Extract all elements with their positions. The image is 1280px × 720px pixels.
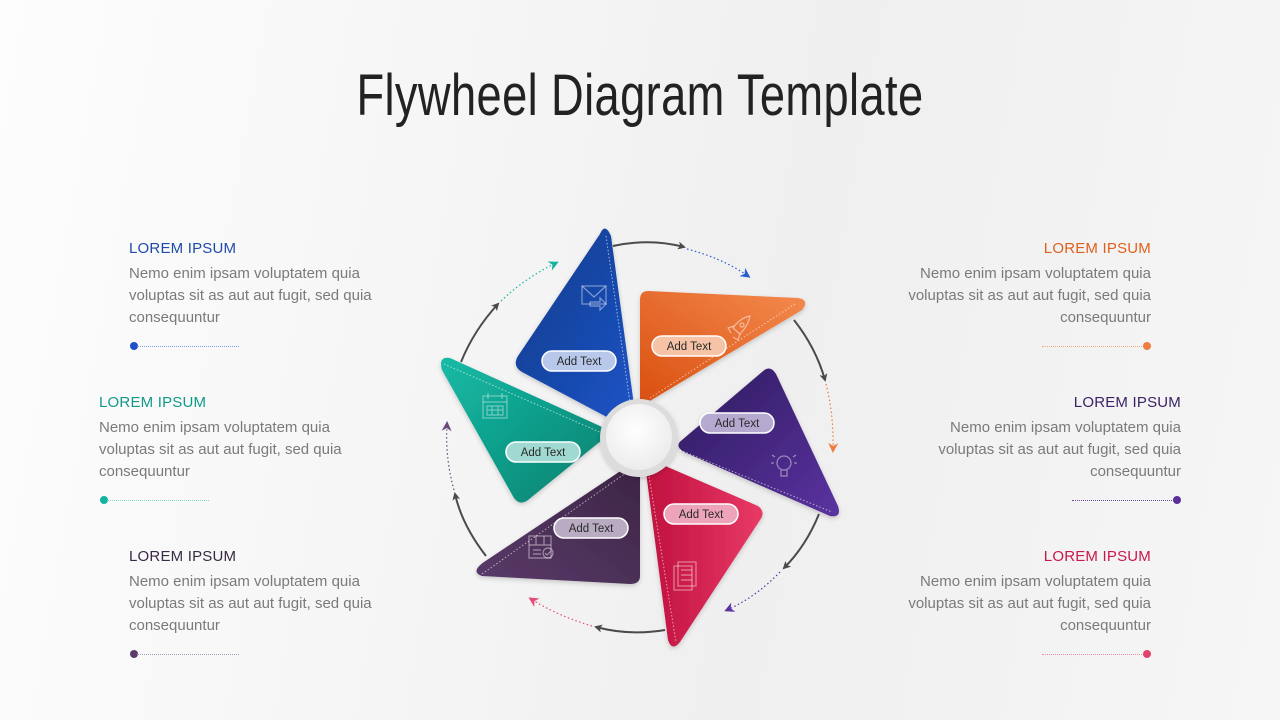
arrow-solid-left-lower [452,492,487,557]
blade-label-pill[interactable] [699,412,775,434]
connector-dot [130,342,138,350]
blade-label: Add Text [667,341,712,353]
connector-line [891,341,1151,351]
arrow-dotted-plum [441,421,455,491]
blade-blue[interactable]: Add Text [515,228,636,427]
connector-dotted-line [1072,500,1174,501]
clipboard-icon [673,561,697,591]
block-heading: LOREM IPSUM [1043,240,1151,257]
lightbulb-icon [771,454,797,477]
arrow-dotted-blue [686,248,751,278]
block-body: Nemo enim ipsam voluptatem quia voluptas… [908,265,1151,326]
connector-line [99,495,359,505]
connector-dot [1143,342,1151,350]
blade-label: Add Text [679,509,724,521]
blade-label: Add Text [715,418,760,430]
blade-purple[interactable]: Add Text [678,368,839,517]
blade-label: Add Text [521,447,566,459]
blade-label-pill[interactable] [541,350,617,372]
block-body: Nemo enim ipsam voluptatem quia voluptas… [99,419,342,480]
block-body: Nemo enim ipsam voluptatem quia voluptas… [129,573,372,634]
info-block-left-3: LOREM IPSUM Nemo enim ipsam voluptatem q… [129,548,389,659]
arrow-dotted-teal [500,261,559,302]
blade-plum[interactable]: Add Text [476,464,640,584]
connector-dot [1173,496,1181,504]
cycle-arrows [441,241,839,634]
connector-dot [130,650,138,658]
connector-dotted-line [1042,346,1144,347]
package-check-icon [528,535,554,559]
connector-line [891,649,1151,659]
arrow-solid-right-upper [793,319,828,382]
rocket-icon [727,315,751,341]
connector-line [921,495,1181,505]
block-heading: LOREM IPSUM [129,240,237,257]
block-heading: LOREM IPSUM [129,548,237,565]
block-heading: LOREM IPSUM [1043,548,1151,565]
info-block-right-3: LOREM IPSUM Nemo enim ipsam voluptatem q… [891,548,1151,659]
info-block-left-2: LOREM IPSUM Nemo enim ipsam voluptatem q… [99,394,359,505]
connector-dot [1143,650,1151,658]
connector-dotted-line [1042,654,1144,655]
block-heading: LOREM IPSUM [99,394,207,411]
blade-label: Add Text [569,523,614,535]
mail-forward-icon [581,285,607,312]
arrow-dotted-orange [825,383,839,453]
block-body: Nemo enim ipsam voluptatem quia voluptas… [938,419,1181,480]
info-block-right-1: LOREM IPSUM Nemo enim ipsam voluptatem q… [891,240,1151,351]
info-block-left-1: LOREM IPSUM Nemo enim ipsam voluptatem q… [129,240,389,351]
blade-label-pill[interactable] [651,335,727,357]
blade-label-pill[interactable] [663,503,739,525]
calendar-icon [482,393,508,419]
arrow-solid-top [612,241,686,250]
blade-teal[interactable]: Add Text [441,357,606,503]
block-body: Nemo enim ipsam voluptatem quia voluptas… [129,265,372,326]
arrow-dotted-purple [724,571,781,612]
info-block-right-2: LOREM IPSUM Nemo enim ipsam voluptatem q… [921,394,1181,505]
connector-dotted-line [137,654,239,655]
arrow-solid-right-lower [782,513,820,570]
blade-crimson[interactable]: Add Text [646,461,763,647]
arrow-solid-bottom [594,624,666,634]
connector-line [129,649,389,659]
block-heading: LOREM IPSUM [1073,394,1181,411]
page-title: Flywheel Diagram Template [356,63,924,128]
blade-orange[interactable]: Add Text [639,291,806,404]
block-body: Nemo enim ipsam voluptatem quia voluptas… [908,573,1151,634]
connector-dotted-line [107,500,209,501]
blade-label-pill[interactable] [505,441,581,463]
blade-label-pill[interactable] [553,517,629,539]
blade-label: Add Text [557,356,602,368]
connector-dot [100,496,108,504]
hub-circle [600,399,678,477]
arrow-dotted-pink [528,597,593,627]
connector-dotted-line [137,346,239,347]
connector-line [129,341,389,351]
arrow-solid-left-upper [460,302,500,363]
